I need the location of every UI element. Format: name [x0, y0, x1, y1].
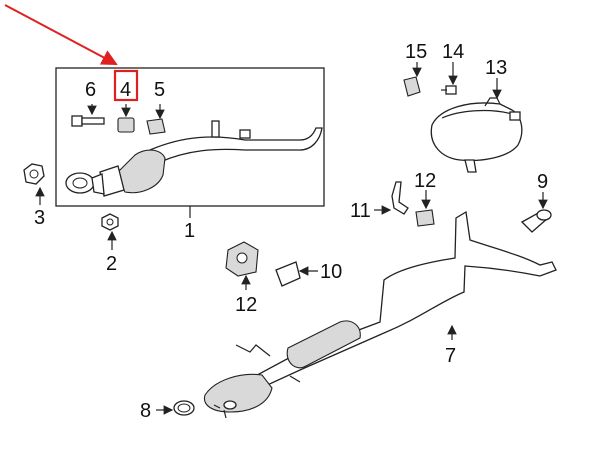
- callout-3: 3: [34, 207, 45, 229]
- callout-13: 13: [485, 57, 507, 79]
- insulator-part-12-bottom: [225, 241, 259, 277]
- callout-5: 5: [154, 79, 165, 101]
- callout-14: 14: [442, 41, 464, 63]
- callout-9: 9: [537, 171, 548, 193]
- hanger-part-15: [403, 76, 421, 97]
- nut-part-2: [101, 213, 119, 231]
- highlight-arrow: [4, 4, 118, 65]
- callout-4-highlight-box: [113, 69, 139, 102]
- exhaust-tip-part-9: [520, 209, 552, 233]
- callout-1: 1: [184, 220, 195, 242]
- callout-4: 4: [120, 79, 131, 101]
- front-pipe-catalytic-converter: [65, 120, 323, 197]
- gasket-part-4: [117, 117, 135, 133]
- clamp-part-5: [146, 118, 166, 135]
- nut-part-3: [23, 163, 45, 185]
- callout-12-bottom: 12: [235, 294, 257, 316]
- callout-7: 7: [445, 345, 456, 367]
- insulator-part-12-top: [415, 209, 435, 227]
- intermediate-pipe-part-7: [219, 210, 557, 405]
- bracket-part-14: [441, 85, 457, 95]
- hanger-bracket-part-11: [391, 181, 409, 215]
- bracket-part-10: [275, 261, 301, 287]
- bolt-part-6: [71, 115, 105, 127]
- rear-muffler-part-13: [430, 97, 523, 173]
- callout-12-top: 12: [414, 170, 436, 192]
- callout-15: 15: [405, 41, 427, 63]
- callout-11: 11: [350, 200, 371, 222]
- callout-6: 6: [85, 79, 96, 101]
- callout-10: 10: [320, 261, 342, 283]
- clamp-part-8: [173, 400, 195, 416]
- callout-2: 2: [106, 253, 117, 275]
- resonator: [203, 373, 273, 419]
- callout-8: 8: [140, 400, 151, 422]
